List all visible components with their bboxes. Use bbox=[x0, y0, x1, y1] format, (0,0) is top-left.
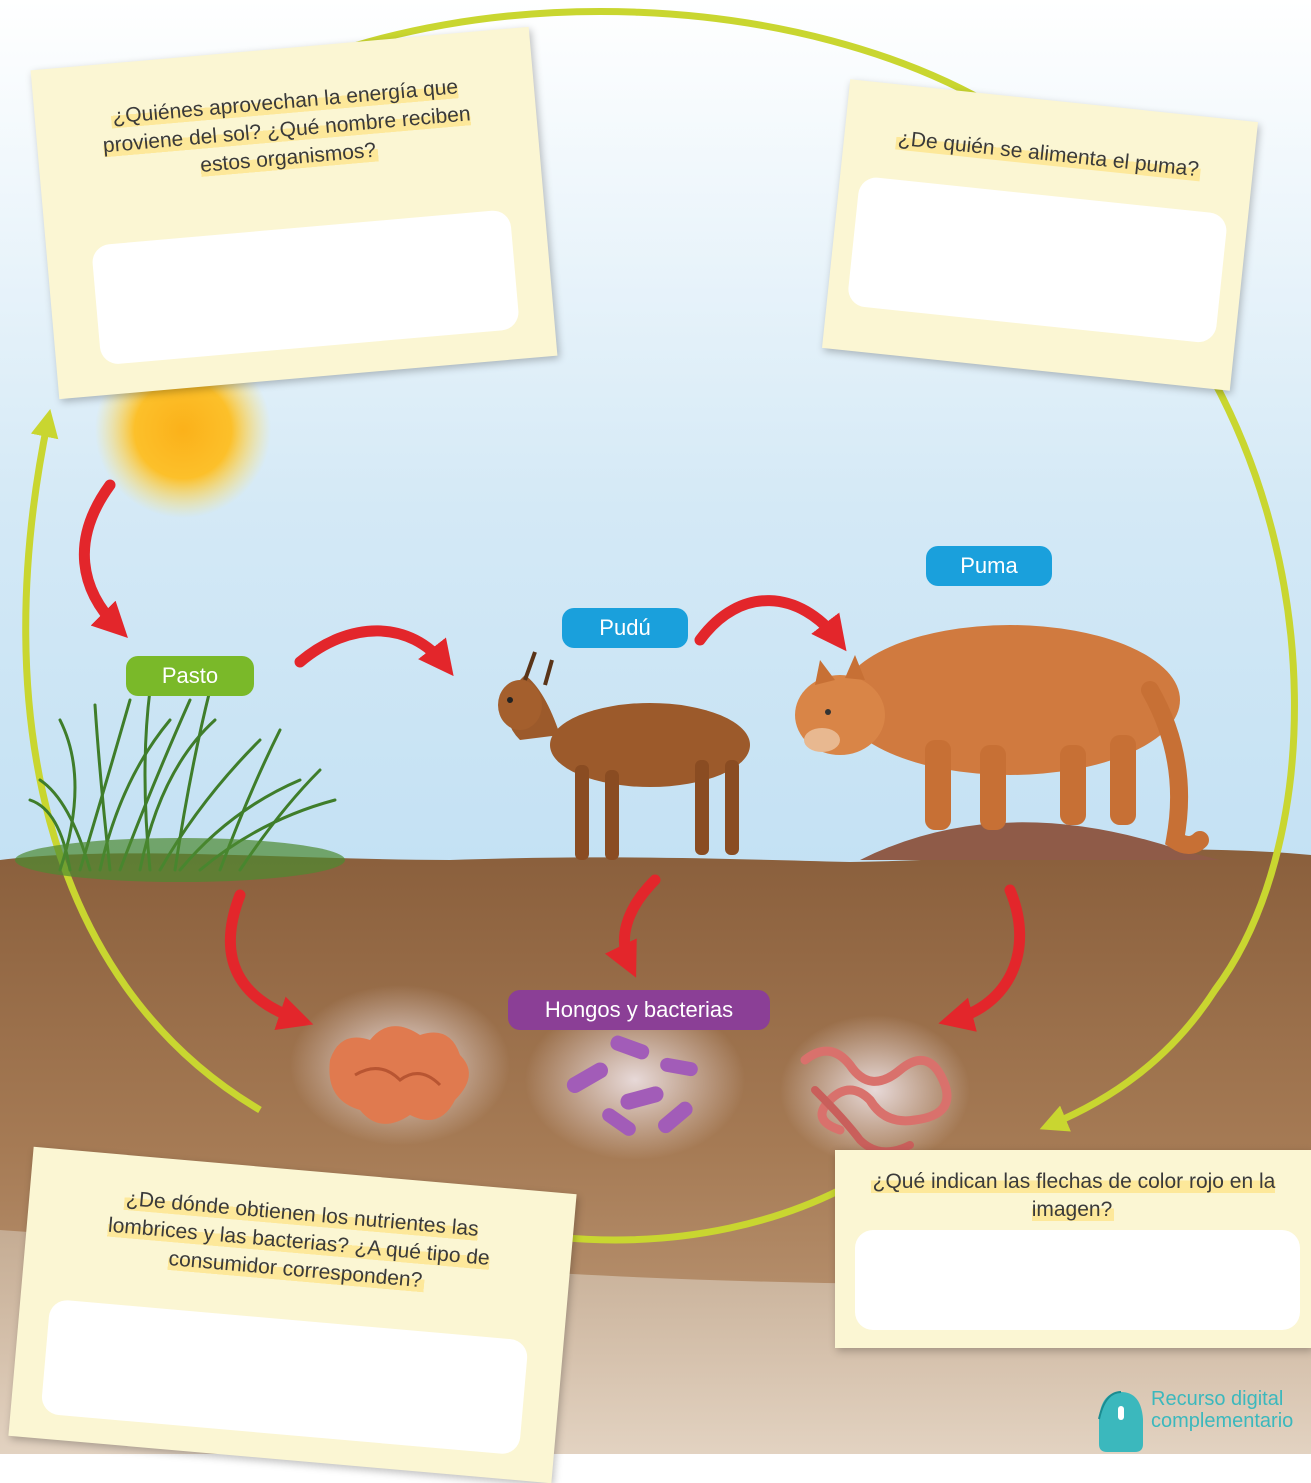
question-card-puma: ¿De quién se alimenta el puma? bbox=[822, 79, 1258, 390]
question-card-sun: ¿Quiénes aprovechan la energía que provi… bbox=[31, 27, 558, 399]
question-card-arrows: ¿Qué indican las flechas de color rojo e… bbox=[835, 1150, 1311, 1348]
label-hongos-bacterias: Hongos y bacterias bbox=[508, 990, 770, 1030]
question-arrows-text: ¿Qué indican las flechas de color rojo e… bbox=[871, 1170, 1276, 1221]
answer-box-decomposers[interactable] bbox=[40, 1299, 528, 1455]
digital-resource-badge[interactable]: Recurso digital complementario bbox=[1091, 1384, 1311, 1454]
badge-line2: complementario bbox=[1151, 1410, 1293, 1432]
fungi-illustration bbox=[290, 985, 510, 1145]
question-card-decomposers: ¿De dónde obtienen los nutrientes las lo… bbox=[8, 1147, 576, 1483]
answer-box-arrows[interactable] bbox=[855, 1230, 1300, 1330]
question-puma-text: ¿De quién se alimenta el puma? bbox=[895, 126, 1202, 181]
mouse-icon bbox=[1091, 1384, 1151, 1454]
label-pudu: Pudú bbox=[562, 608, 688, 648]
question-decomposers-text: ¿De dónde obtienen los nutrientes las lo… bbox=[107, 1187, 490, 1292]
answer-box-puma[interactable] bbox=[847, 176, 1229, 344]
question-sun-text: ¿Quiénes aprovechan la energía que provi… bbox=[102, 75, 471, 177]
answer-box-sun[interactable] bbox=[91, 209, 520, 365]
label-puma: Puma bbox=[926, 546, 1052, 586]
earthworms-illustration bbox=[780, 1015, 970, 1165]
label-pasto: Pasto bbox=[126, 656, 254, 696]
badge-line1: Recurso digital bbox=[1151, 1388, 1293, 1410]
